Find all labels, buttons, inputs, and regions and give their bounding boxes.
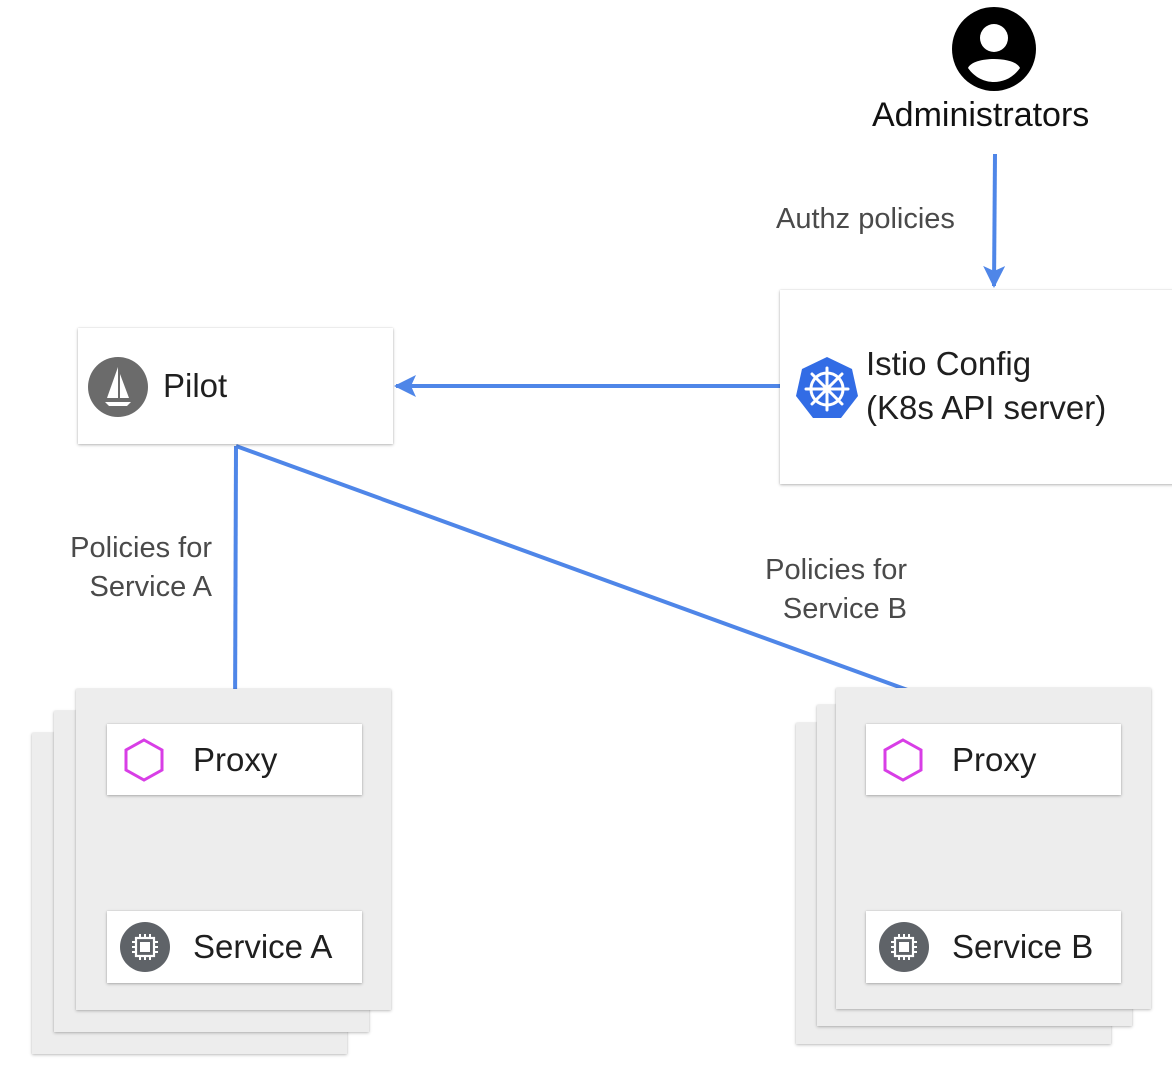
service-a-label: Service A	[193, 928, 333, 965]
policies-service-b-label: Policies for Service B	[700, 551, 907, 629]
authz-policies-label: Authz policies	[776, 203, 955, 235]
proxy-a-box: Proxy	[107, 724, 362, 795]
service-a-box: Service A	[107, 911, 362, 983]
proxy-b-box: Proxy	[866, 724, 1121, 795]
chip-icon	[878, 921, 930, 973]
istio-config-line1: Istio Config	[866, 345, 1032, 382]
arrow-pilot-to-proxy-b	[235, 444, 992, 724]
pilot-label: Pilot	[163, 367, 228, 404]
hexagon-icon	[880, 737, 926, 783]
policies-service-a-label: Policies for Service A	[20, 529, 212, 607]
proxy-b-label: Proxy	[952, 741, 1037, 778]
istio-sail-icon	[87, 356, 149, 418]
istio-config-box: Istio Config (K8s API server)	[780, 290, 1172, 484]
policies-service-b-line1: Policies for	[765, 554, 907, 586]
policies-service-b-line2: Service B	[782, 593, 907, 625]
administrators-label: Administrators	[872, 96, 1090, 134]
kubernetes-helm-icon	[794, 356, 860, 420]
policies-service-a-line1: Policies for	[70, 532, 212, 564]
service-b-box: Service B	[866, 911, 1121, 983]
user-account-icon	[951, 6, 1037, 92]
pilot-box: Pilot	[78, 328, 393, 444]
proxy-a-label: Proxy	[193, 741, 278, 778]
service-b-label: Service B	[952, 928, 1094, 965]
istio-config-line2: (K8s API server)	[866, 389, 1107, 426]
arrow-admin-to-config	[983, 153, 1006, 288]
chip-icon	[119, 921, 171, 973]
arrow-pilot-to-proxy-a	[224, 445, 247, 722]
hexagon-icon	[121, 737, 167, 783]
policies-service-a-line2: Service A	[89, 571, 213, 603]
